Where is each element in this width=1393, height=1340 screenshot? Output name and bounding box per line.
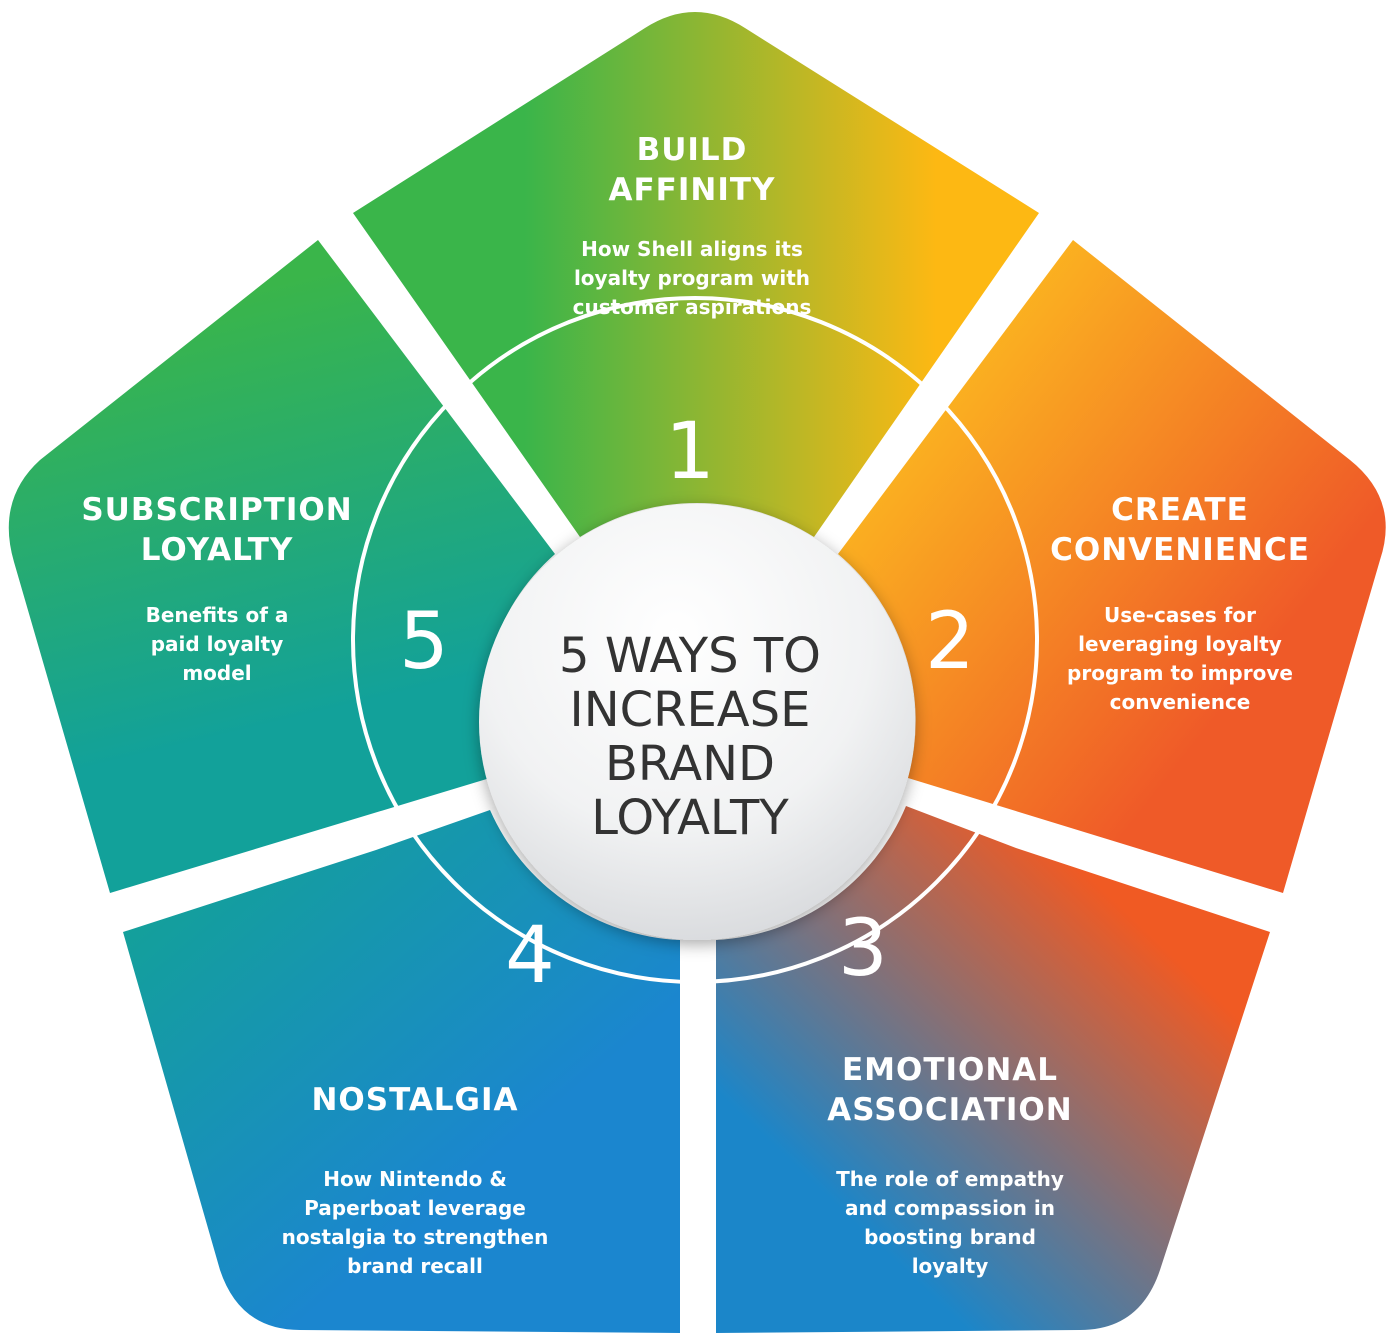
segment-1-number: 1 (665, 407, 715, 497)
segment-2-title-line: CREATE (1111, 492, 1249, 528)
inner-ring (351, 296, 1039, 984)
segment-3-description-line: loyalty (912, 1254, 989, 1278)
segment-4-description-line: brand recall (347, 1254, 483, 1278)
segment-1-description-line: How Shell aligns its (581, 237, 803, 261)
segment-1-title-line: BUILD (637, 132, 748, 168)
segment-5-title-line: LOYALTY (141, 532, 294, 568)
segment-1-description-line: loyalty program with (574, 266, 810, 290)
segment-4-description-line: How Nintendo & (323, 1167, 507, 1191)
segment-1-description-line: customer aspirations (573, 295, 812, 319)
segment-5-number: 5 (399, 597, 449, 687)
segment-3-description-line: The role of empathy (836, 1167, 1064, 1191)
segment-1-label: BUILD AFFINITY How Shell aligns its loyalty… (573, 132, 812, 497)
segment-5-description-line: paid loyalty (151, 632, 284, 656)
segment-2-number: 2 (925, 597, 975, 687)
segment-5-title-line: SUBSCRIPTION (81, 492, 352, 528)
segment-3-description-line: and compassion in (845, 1196, 1055, 1220)
segment-2-description-line: leveraging loyalty (1078, 632, 1282, 656)
segment-2 (838, 240, 1386, 893)
segment-2-description-line: convenience (1110, 690, 1251, 714)
center-circle (479, 504, 915, 940)
segment-4 (123, 810, 680, 1333)
segment-4-description-line: nostalgia to strengthen (282, 1225, 549, 1249)
center-title-line: LOYALTY (591, 790, 789, 846)
segment-5-label: SUBSCRIPTION LOYALTY Benefits of a paid loy… (81, 492, 448, 687)
segment-3 (716, 806, 1270, 1333)
segment-3-number: 3 (838, 904, 888, 994)
segment-3-title-line: ASSOCIATION (827, 1092, 1072, 1128)
center-title-line: INCREASE (570, 682, 811, 738)
segment-1-title-line: AFFINITY (609, 172, 776, 208)
center-title-line: BRAND (605, 736, 775, 792)
segment-4-title-line: NOSTALGIA (311, 1082, 518, 1118)
segment-4-label: NOSTALGIA How Nintendo & Paperboat leverag… (282, 911, 555, 1278)
segment-5-description-line: model (182, 661, 251, 685)
segment-3-description-line: boosting brand (864, 1225, 1036, 1249)
segment-4-description-line: Paperboat leverage (304, 1196, 526, 1220)
segment-2-description-line: Use-cases for (1104, 603, 1256, 627)
segment-2-description-line: program to improve (1067, 661, 1293, 685)
segment-4-number: 4 (505, 911, 555, 1001)
segment-1 (353, 12, 1039, 537)
segment-5-description-line: Benefits of a (146, 603, 289, 627)
segment-2-title-line: CONVENIENCE (1050, 532, 1310, 568)
segment-2-label: CREATE CONVENIENCE Use-cases for leveraging… (925, 492, 1310, 714)
segment-3-label: EMOTIONAL ASSOCIATION The role of empathy a… (827, 904, 1072, 1278)
center-title-line: 5 WAYS TO (559, 628, 821, 684)
segment-5 (8, 240, 556, 893)
segment-3-title-line: EMOTIONAL (842, 1052, 1058, 1088)
